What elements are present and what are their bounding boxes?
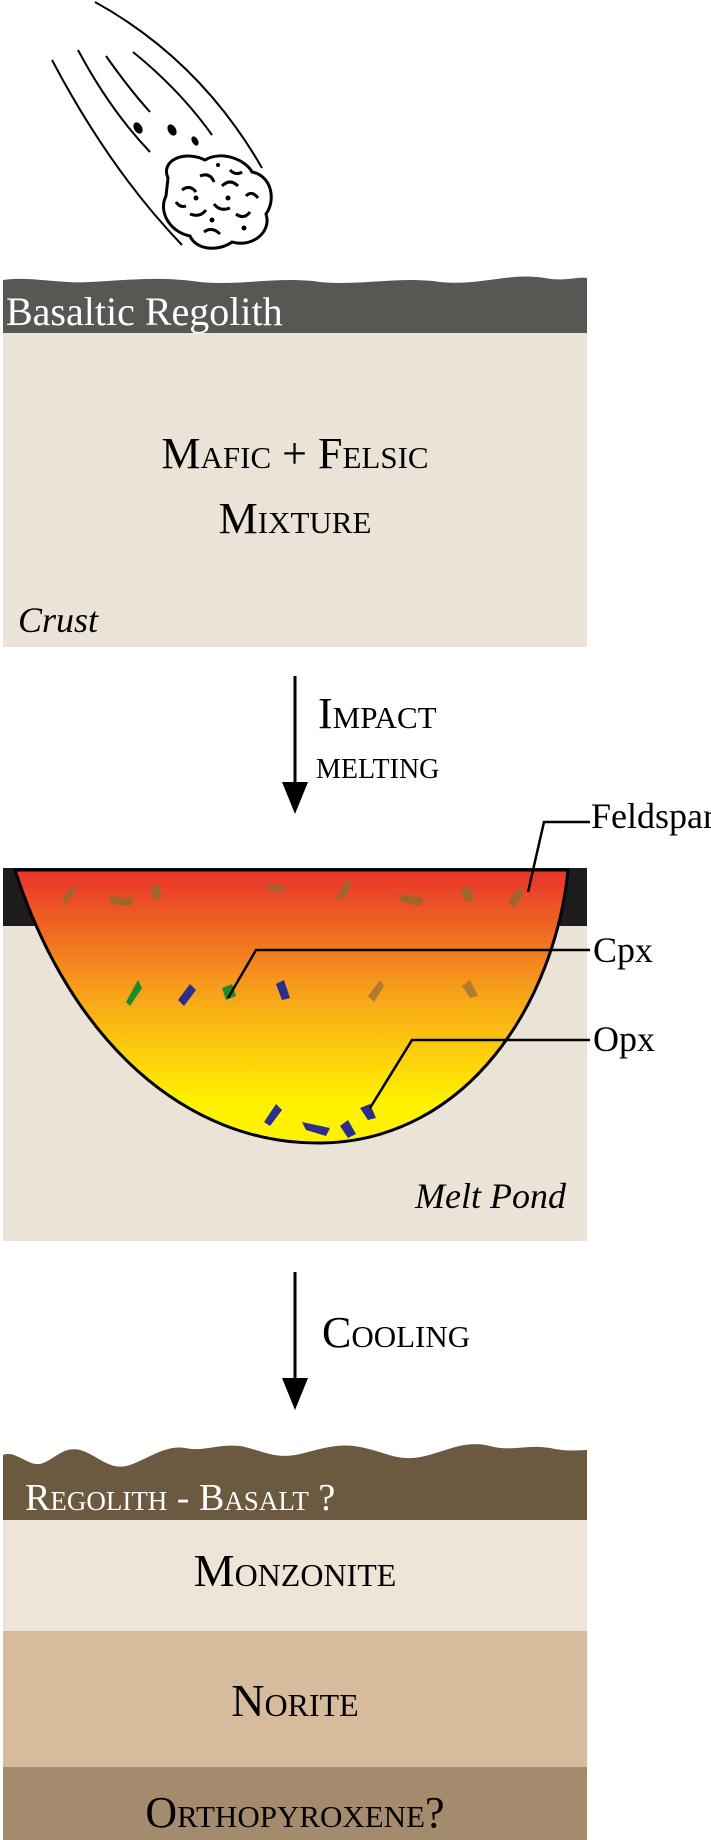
feldspar-label: Feldspar <box>591 796 711 836</box>
norite-label: Norite <box>231 1675 358 1726</box>
basaltic-regolith-layer <box>3 276 587 333</box>
feldspar-callout-line <box>526 820 590 893</box>
stage3-regolith-label: Regolith - Basalt ? <box>25 1477 335 1519</box>
crust-composition-line1: Mafic + Felsic <box>161 429 428 478</box>
monzonite-label: Monzonite <box>194 1545 397 1596</box>
orthopyroxene-layer <box>3 1767 587 1840</box>
crust-composition-line2: Mixture <box>219 494 372 543</box>
melt-pond <box>12 868 570 1145</box>
cpx-callout-line <box>226 948 590 999</box>
impact-melting-line1: Impact <box>318 689 437 738</box>
orthopyroxene-label: Orthopyroxene? <box>145 1788 444 1837</box>
opx-crystals <box>178 980 376 1138</box>
impact-melting-line2: melting <box>316 742 439 787</box>
meteorite-icon <box>51 1 273 250</box>
melt-pond-label: Melt Pond <box>414 1176 567 1216</box>
cpx-label: Cpx <box>593 930 653 970</box>
opx-label: Opx <box>593 1019 655 1059</box>
basaltic-regolith-label: Basaltic Regolith <box>6 289 283 334</box>
stage3-regolith-layer <box>3 1444 587 1521</box>
norite-layer <box>3 1631 587 1767</box>
feldspar-crystals <box>62 880 524 1002</box>
crust-label: Crust <box>18 600 99 640</box>
arrow-down-icon <box>282 1272 308 1410</box>
arrow-down-icon <box>282 676 308 814</box>
crust-layer <box>3 332 587 647</box>
cooling-label: Cooling <box>322 1308 470 1357</box>
opx-callout-line <box>368 1038 590 1109</box>
monzonite-layer <box>3 1520 587 1631</box>
